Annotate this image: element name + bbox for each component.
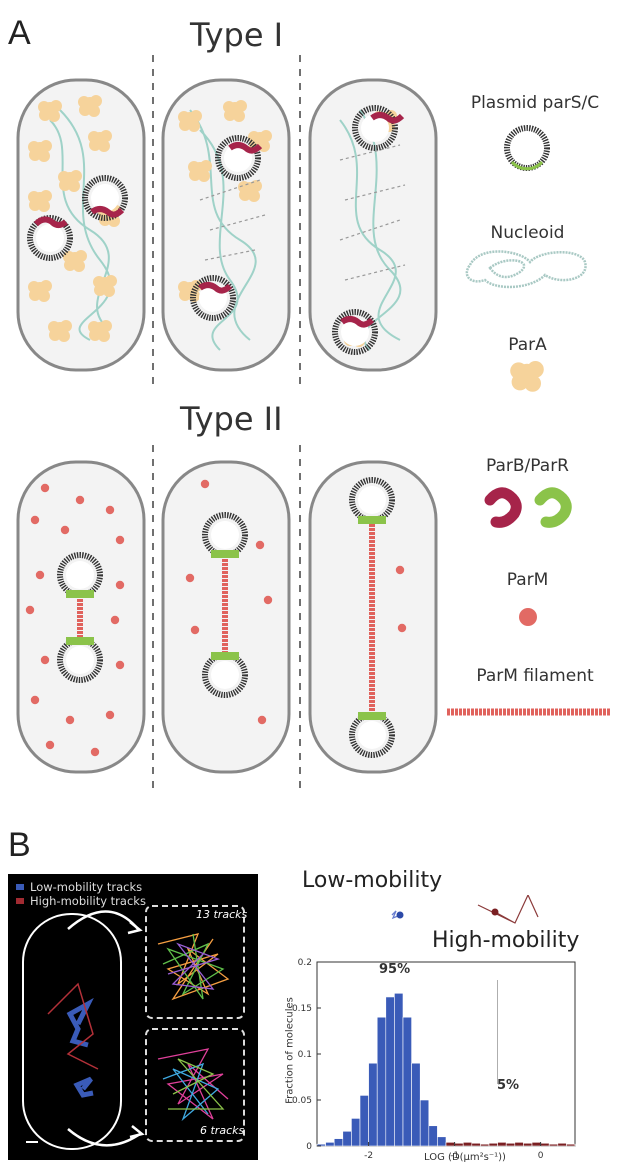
low-mobility-bar <box>368 1062 378 1147</box>
y-tick-label: 0 <box>306 1142 312 1152</box>
low-mobility-bar <box>376 1016 387 1147</box>
type2-cell-1 <box>16 460 146 774</box>
low-mobility-bar <box>342 1130 352 1147</box>
type1-cell-1 <box>16 78 146 372</box>
high-mobility-bar <box>540 1142 550 1147</box>
high-mobility-bar <box>462 1142 473 1147</box>
legend-plasmid: Plasmid parS/C <box>470 93 600 113</box>
y-tick-label: 0.1 <box>298 1050 312 1060</box>
low-mobility-bar <box>359 1095 369 1147</box>
plasmid-legend-icon <box>507 128 547 169</box>
legend-parm: ParM <box>506 570 549 590</box>
tracks-13-label: 13 tracks <box>196 908 248 921</box>
y-tick-label: 0.2 <box>298 958 312 968</box>
high-mobility-bar <box>514 1142 524 1147</box>
low-mobility-bar <box>333 1138 344 1147</box>
x-tick-label: -2 <box>364 1151 373 1161</box>
low-mobility-bar <box>385 996 395 1147</box>
tracks-6-label: 6 tracks <box>200 1124 245 1137</box>
legend-nucleoid: Nucleoid <box>490 223 565 243</box>
legend-parb-parr: ParB/ParR <box>486 456 569 476</box>
pct-high-label: 5% <box>497 1078 520 1093</box>
type2-cell-2 <box>161 460 291 774</box>
panel-b-label: B <box>8 826 31 864</box>
y-axis-label: Fraction of molecules <box>284 997 296 1104</box>
x-axis-label: LOG (D(μm²s⁻¹)) <box>424 1152 506 1163</box>
high-mobility-bar <box>566 1143 576 1147</box>
type1-cell-2 <box>161 78 291 372</box>
type-1-title: Type I <box>190 16 284 54</box>
parm-legend-icon <box>519 608 537 626</box>
high-mobility-bar <box>497 1142 507 1147</box>
panel-a-label: A <box>8 14 31 52</box>
low-mobility-bar <box>351 1118 361 1147</box>
nucleoid-legend-icon <box>465 250 587 289</box>
low-mobility-bar <box>437 1136 447 1147</box>
low-mobility-bar <box>325 1142 335 1147</box>
high-mobility-bar <box>523 1142 533 1147</box>
legend-para: ParA <box>508 335 547 355</box>
low-mobility-bar <box>394 992 404 1147</box>
low-mobility-bar <box>402 1016 412 1147</box>
high-mobility-bar <box>488 1142 498 1147</box>
high-mobility-bar <box>445 1142 455 1147</box>
y-tick-label: 0.15 <box>292 1004 312 1014</box>
mobility-icons <box>391 895 539 924</box>
type2-cell-3 <box>308 460 438 774</box>
low-mobility-track-label: Low-mobility tracks <box>30 880 143 894</box>
high-mobility-bar <box>471 1142 481 1147</box>
high-mobility-bar <box>480 1143 490 1147</box>
high-mobility-bar <box>531 1142 541 1147</box>
x-tick-label: 0 <box>538 1151 544 1161</box>
high-mobility-bar <box>505 1142 516 1147</box>
high-mobility-bar <box>454 1142 464 1147</box>
type-2-title: Type II <box>180 400 283 438</box>
y-tick-label: 0.05 <box>292 1096 312 1106</box>
panel-a-diagram <box>16 55 610 790</box>
high-mobility-track-label: High-mobility tracks <box>30 894 146 908</box>
parb-parr-legend-icon <box>484 487 572 528</box>
low-mobility-bar <box>419 1099 430 1147</box>
low-mobility-bar <box>411 1062 421 1147</box>
high-mobility-title: High-mobility <box>432 928 580 953</box>
legend-parm-filament: ParM filament <box>476 666 594 686</box>
para-legend-icon <box>510 361 544 392</box>
low-mobility-bar <box>428 1125 438 1147</box>
x-tick-label: -1 <box>450 1151 459 1161</box>
high-mobility-bar <box>548 1143 559 1147</box>
pct-low-label: 95% <box>379 962 411 977</box>
mobility-histogram: 0 0.05 0.1 0.15 0.2 -2 -1 0 <box>292 958 576 1161</box>
low-mobility-title: Low-mobility <box>302 868 443 893</box>
type1-cell-3 <box>308 78 438 372</box>
tracks-microscopy-panel: Low-mobility tracks High-mobility tracks… <box>8 874 258 1160</box>
low-mobility-track-icon <box>391 910 404 920</box>
high-mobility-bar <box>557 1142 567 1147</box>
high-mobility-track-icon <box>477 895 539 924</box>
